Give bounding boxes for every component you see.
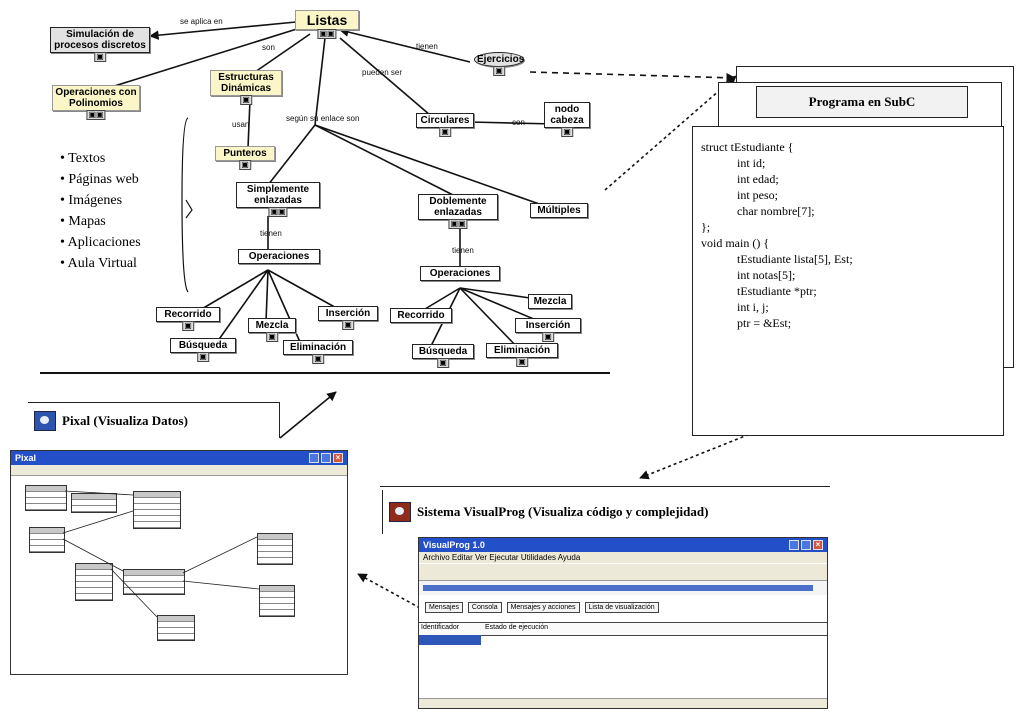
node-recorrido-2[interactable]: Recorrido [390, 308, 452, 323]
list-item: • Páginas web [60, 172, 139, 187]
subc-code: struct tEstudiante { int id; int edad; i… [701, 139, 853, 331]
code-line: tEstudiante lista[5], Est; [701, 252, 853, 266]
node-mezcla-1[interactable]: Mezcla▣ [248, 318, 296, 342]
pixal-pointer-lines [62, 490, 260, 618]
list-item: • Textos [60, 151, 106, 166]
list-item: • Mapas [60, 214, 106, 229]
pixal-window[interactable]: Pixal × [10, 450, 348, 675]
visualprog-titlebar[interactable]: VisualProg 1.0 × [419, 538, 827, 552]
minimize-icon[interactable] [789, 540, 799, 550]
subc-title: Programa en SubC [756, 86, 968, 118]
maximize-icon[interactable] [321, 453, 331, 463]
node-punteros[interactable]: Punteros▣ [215, 146, 275, 170]
list-item: • Imágenes [60, 193, 123, 208]
visualprog-caption-text: Sistema VisualProg (Visualiza código y c… [417, 504, 709, 519]
code-line: ptr = &Est; [701, 316, 792, 330]
maximize-icon[interactable] [801, 540, 811, 550]
code-line: char nombre[7]; [701, 204, 815, 218]
visualprog-address-area[interactable] [419, 581, 827, 595]
node-eliminacion-1[interactable]: Eliminación▣ [283, 340, 353, 364]
data-structure-box [123, 569, 185, 595]
close-icon[interactable]: × [813, 540, 823, 550]
data-structure-box [259, 585, 295, 617]
code-line: void main () { [701, 236, 770, 250]
divider [380, 486, 830, 487]
link-label: tienen [260, 229, 282, 238]
node-insercion-2[interactable]: Inserción▣ [515, 318, 581, 342]
pixal-caption-text: Pixal (Visualiza Datos) [62, 412, 188, 428]
data-structure-box [71, 493, 117, 513]
data-structure-box [29, 527, 65, 553]
data-structure-box [133, 491, 181, 529]
data-structure-box [25, 485, 67, 511]
code-line: struct tEstudiante { [701, 140, 794, 154]
subc-code-page: struct tEstudiante { int id; int edad; i… [692, 126, 1004, 436]
list-item: • Aula Virtual [60, 256, 137, 271]
tab-lista-visualizacion[interactable]: Lista de visualización [584, 602, 659, 613]
visualprog-table-header: Identificador Estado de ejecución [419, 622, 827, 636]
node-busqueda-1[interactable]: Búsqueda▣ [170, 338, 236, 362]
data-structure-box [75, 563, 113, 601]
table-row[interactable] [419, 635, 481, 645]
node-mezcla-2[interactable]: Mezcla [528, 294, 572, 309]
list-item: • Aplicaciones [60, 235, 141, 250]
link-label: pueden ser [362, 68, 403, 77]
link-label: tienen [416, 42, 438, 51]
close-icon[interactable]: × [333, 453, 343, 463]
code-line: tEstudiante *ptr; [701, 284, 817, 298]
visualprog-app-icon [389, 502, 411, 522]
code-line: int edad; [701, 172, 779, 186]
column-header: Identificador [421, 624, 460, 631]
node-doblemente-enlazadas[interactable]: Doblemente enlazadas▣▣ [418, 194, 498, 229]
node-listas[interactable]: Listas▣▣ [295, 10, 359, 39]
visualprog-window-title: VisualProg 1.0 [423, 540, 485, 550]
node-simulacion[interactable]: Simulación de procesos discretos▣ [50, 27, 150, 62]
visualprog-window[interactable]: VisualProg 1.0 × Archivo Editar Ver Ejec… [418, 537, 828, 709]
node-operaciones-1[interactable]: Operaciones [238, 249, 320, 264]
code-line: int notas[5]; [701, 268, 796, 282]
visualprog-menu-bar[interactable]: Archivo Editar Ver Ejecutar Utilidades A… [419, 552, 827, 563]
node-insercion-1[interactable]: Inserción▣ [318, 306, 378, 330]
code-line: }; [701, 220, 711, 234]
node-multiples[interactable]: Múltiples [530, 203, 588, 218]
visualprog-toolbar[interactable] [419, 563, 827, 581]
node-ejercicios[interactable]: Ejercicios▣ [474, 52, 524, 76]
node-estructuras-dinamicas[interactable]: Estructuras Dinámicas▣ [210, 70, 282, 105]
data-structure-box [257, 533, 293, 565]
code-line: int i, j; [701, 300, 769, 314]
data-structure-box [157, 615, 195, 641]
link-label: con [512, 118, 525, 127]
link-label: según su enlace son [286, 114, 360, 123]
link-label: se aplica en [180, 17, 223, 26]
applications-list: • Textos • Páginas web • Imágenes • Mapa… [60, 148, 141, 274]
pixal-window-title: Pixal [15, 453, 37, 463]
node-nodo-cabeza[interactable]: nodo cabeza▣ [544, 102, 590, 137]
pixal-caption: Pixal (Visualiza Datos) [28, 402, 280, 438]
node-simplemente-enlazadas[interactable]: Simplemente enlazadas▣▣ [236, 182, 320, 217]
node-recorrido-1[interactable]: Recorrido▣ [156, 307, 220, 331]
link-label: tienen [452, 246, 474, 255]
visualprog-statusbar [419, 698, 827, 708]
link-label: son [262, 43, 275, 52]
pixal-app-icon [34, 410, 56, 431]
tab-mensajes[interactable]: Mensajes [425, 602, 463, 613]
node-operaciones-2[interactable]: Operaciones [420, 266, 500, 281]
visualprog-caption: Sistema VisualProg (Visualiza código y c… [382, 490, 830, 534]
node-operaciones-polinomios[interactable]: Operaciones con Polinomios▣▣ [52, 85, 140, 120]
pixal-titlebar[interactable]: Pixal × [11, 451, 347, 465]
code-line: int id; [701, 156, 766, 170]
tab-consola[interactable]: Consola [467, 602, 502, 613]
node-eliminacion-2[interactable]: Eliminación▣ [486, 343, 558, 367]
node-circulares[interactable]: Circulares▣ [416, 113, 474, 137]
visualprog-progress-bar [423, 585, 813, 591]
link-label: usan [232, 120, 250, 129]
visualprog-tabs[interactable]: Mensajes Consola Mensajes y acciones Lis… [425, 602, 662, 613]
column-header: Estado de ejecución [485, 624, 549, 631]
code-line: int peso; [701, 188, 778, 202]
node-busqueda-2[interactable]: Búsqueda▣ [412, 344, 474, 368]
tab-mensajes-acciones[interactable]: Mensajes y acciones [506, 602, 580, 613]
pixal-toolbar[interactable] [11, 465, 347, 476]
minimize-icon[interactable] [309, 453, 319, 463]
